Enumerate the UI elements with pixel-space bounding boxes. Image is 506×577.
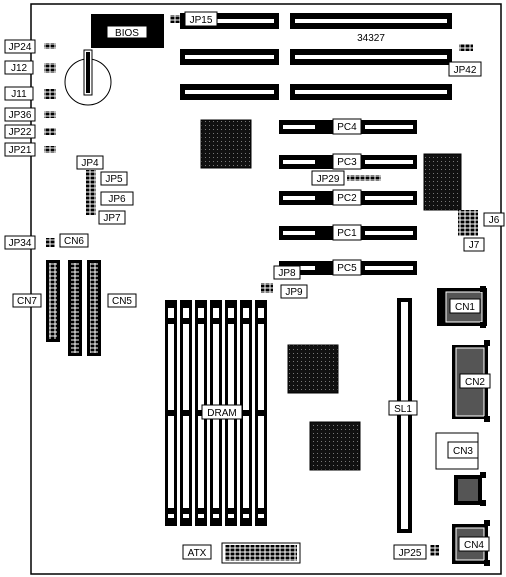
dram-label-box: DRAM	[201, 404, 243, 420]
pc1-label: PC1	[337, 228, 357, 239]
svg-text:JP8: JP8	[278, 268, 296, 279]
svg-text:JP4: JP4	[81, 158, 99, 169]
svg-text:JP22: JP22	[9, 127, 32, 138]
dram-socket-key	[212, 508, 220, 514]
pc2-label: PC2	[337, 193, 357, 204]
svg-text:JP5: JP5	[105, 174, 123, 185]
isa-slots	[180, 13, 452, 100]
svg-text:JP34: JP34	[9, 238, 32, 249]
jumper-jp15: JP15	[170, 11, 218, 27]
dram-socket-key	[227, 508, 235, 514]
chipset-right	[423, 153, 462, 211]
svg-text:CN3: CN3	[453, 446, 473, 457]
connector-cn4: CN4	[452, 520, 490, 566]
svg-text:JP29: JP29	[317, 174, 340, 185]
bios-chip: BIOS	[91, 14, 164, 48]
dram-label: DRAM	[207, 408, 236, 419]
svg-text:J11: J11	[11, 89, 27, 100]
pc4-label: PC4	[337, 122, 357, 133]
header-cn6: CN6	[59, 233, 89, 356]
pci-slot-pc5: PC5	[279, 259, 417, 276]
dram-socket-key	[227, 318, 235, 324]
pc3-label: PC3	[337, 157, 357, 168]
pc5-label: PC5	[337, 263, 357, 274]
pci-slot-pc3: PC3	[279, 153, 417, 170]
dram-socket-key	[197, 318, 205, 324]
dram-socket-key	[242, 318, 250, 324]
dram-socket-key	[167, 410, 175, 416]
jumper-jp8-jp9: JP8 JP9	[261, 265, 308, 299]
pci-slot-pc1: PC1	[279, 224, 417, 241]
svg-text:JP25: JP25	[399, 548, 422, 559]
svg-text:JP15: JP15	[190, 15, 213, 26]
svg-text:J6: J6	[489, 215, 500, 226]
board-id: 34327	[357, 33, 385, 44]
jumper-jp42: JP42	[448, 44, 482, 77]
chipset-lower	[309, 421, 361, 471]
atx-power-connector: ATX	[182, 542, 301, 564]
dram-socket-key	[212, 318, 220, 324]
dram-socket-key	[257, 410, 265, 416]
svg-text:CN1: CN1	[455, 302, 475, 313]
dram-socket-key	[242, 508, 250, 514]
dram-socket-key	[167, 318, 175, 324]
jumper-j11: J11	[4, 86, 56, 101]
svg-text:JP7: JP7	[103, 213, 121, 224]
svg-text:JP36: JP36	[9, 110, 32, 121]
battery	[64, 49, 112, 106]
pci-slot-pc2: PC2	[279, 189, 417, 206]
bios-label: BIOS	[115, 28, 139, 39]
svg-text:CN4: CN4	[464, 540, 484, 551]
dram-socket-key	[167, 508, 175, 514]
svg-text:CN6: CN6	[64, 236, 84, 247]
svg-text:CN7: CN7	[17, 296, 37, 307]
jumper-j12: J12	[4, 60, 56, 75]
dram-socket-key	[242, 410, 250, 416]
svg-text:JP6: JP6	[108, 194, 126, 205]
jumper-jp24: JP24	[4, 39, 56, 54]
header-cn7: CN7	[12, 260, 60, 342]
header-cn5: CN5	[87, 260, 137, 356]
dram-socket-key	[182, 508, 190, 514]
chipset-upper	[200, 119, 252, 169]
jumper-jp22: JP22	[4, 124, 56, 139]
jumper-jp25: JP25	[393, 544, 439, 560]
svg-text:JP9: JP9	[285, 287, 303, 298]
svg-text:CN5: CN5	[112, 296, 132, 307]
slot-sl1: SL1	[388, 298, 418, 533]
svg-text:JP24: JP24	[9, 42, 32, 53]
svg-text:JP42: JP42	[454, 65, 477, 76]
dram-socket-key	[197, 508, 205, 514]
dram-socket-key	[257, 508, 265, 514]
chipset-center	[287, 344, 339, 394]
svg-text:ATX: ATX	[188, 548, 207, 559]
jumper-jp34: JP34	[4, 235, 55, 250]
jumper-cluster-jp4-jp7: JP4 JP5 JP6 JP7	[76, 155, 134, 225]
connector-j6-j7: J6 J7	[458, 210, 505, 252]
connector-cn1: CN1	[437, 286, 487, 328]
dram-socket-key	[257, 318, 265, 324]
jumper-jp21: JP21	[4, 142, 56, 157]
sl1-label: SL1	[394, 404, 412, 415]
connector-cn3: CN3	[435, 432, 486, 506]
pci-slot-pc4: PC4	[279, 118, 417, 135]
svg-text:J12: J12	[11, 63, 28, 74]
dram-socket-key	[182, 318, 190, 324]
dram-socket-key	[197, 410, 205, 416]
jumper-jp29: JP29	[311, 170, 381, 186]
svg-text:J7: J7	[469, 240, 480, 251]
dram-socket-key	[182, 410, 190, 416]
svg-text:CN2: CN2	[465, 377, 485, 388]
jumper-jp36: JP36	[4, 107, 56, 122]
svg-text:JP21: JP21	[9, 145, 32, 156]
connector-cn2: CN2	[452, 340, 491, 422]
